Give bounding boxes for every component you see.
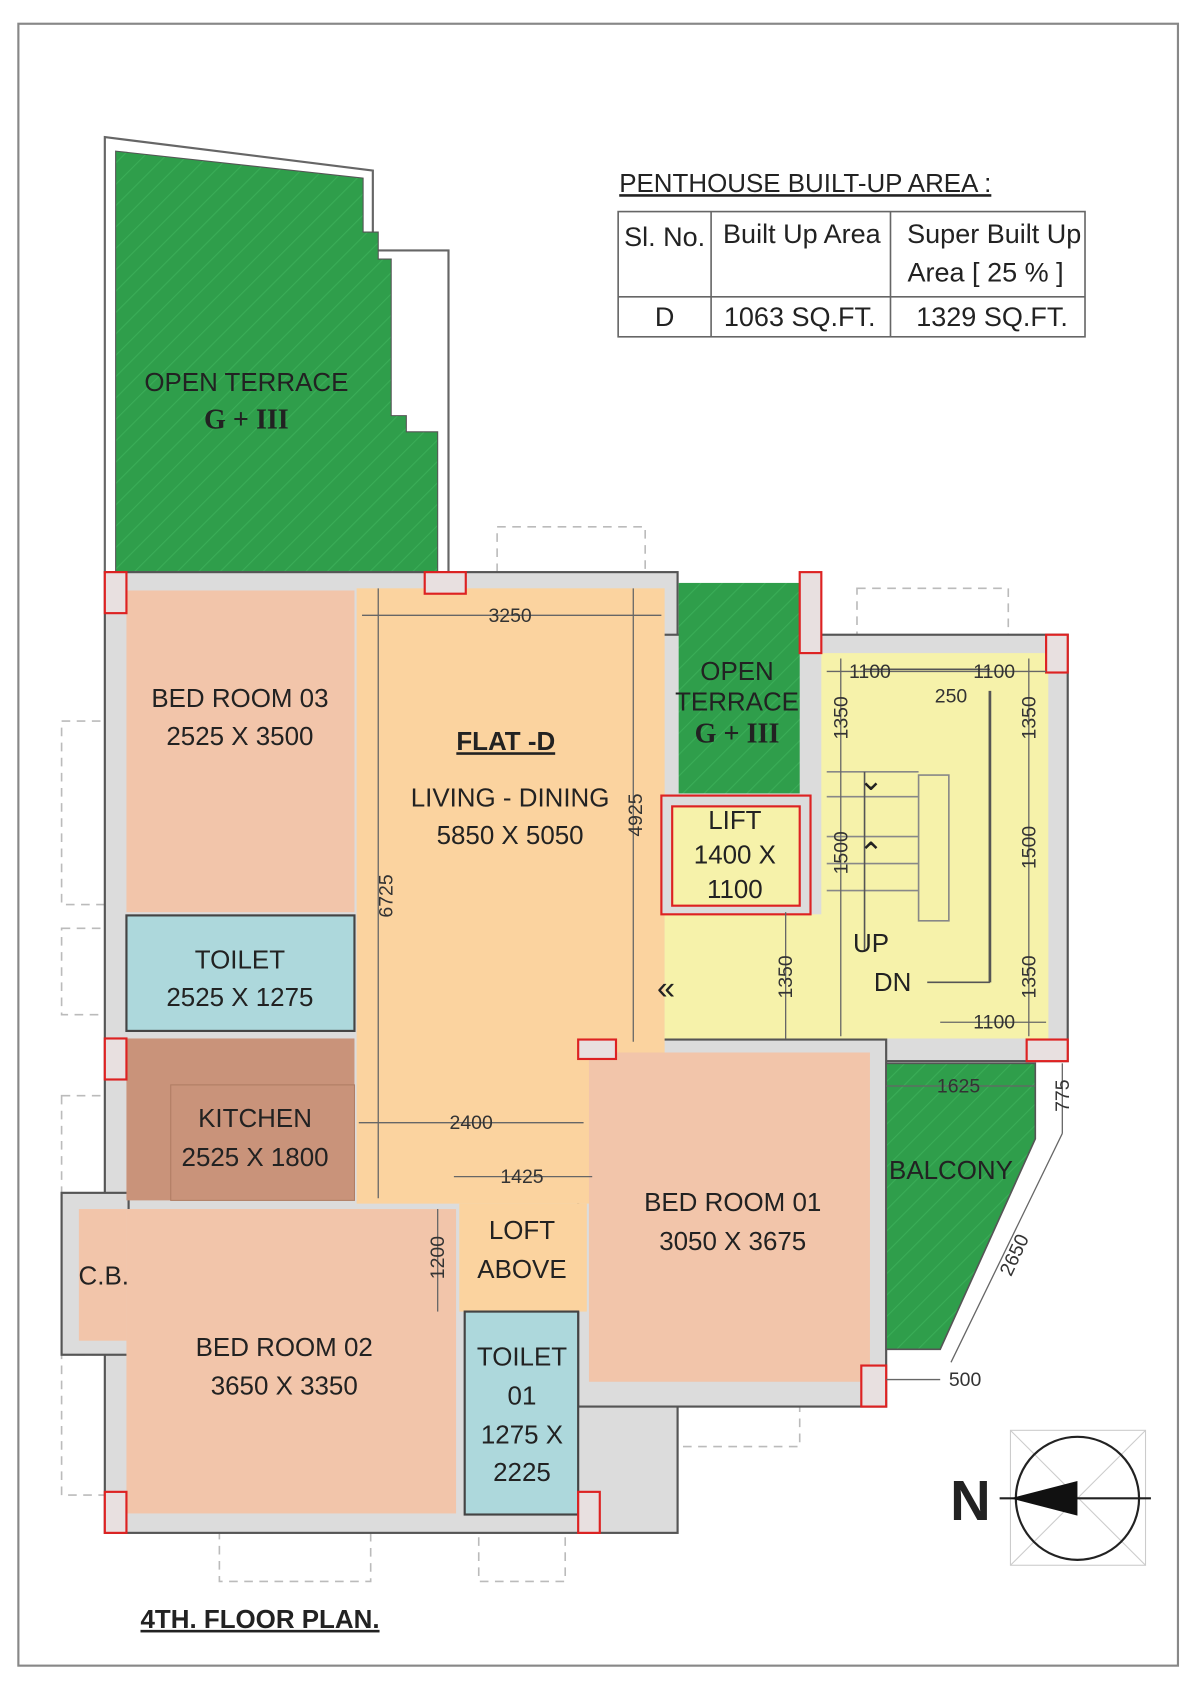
dim-3250: 3250 — [488, 605, 531, 627]
kitchen-room — [126, 1038, 355, 1201]
dim-stair-1100-bottom: 1100 — [973, 1012, 1015, 1034]
entry-arrow-icon: « — [657, 970, 675, 1006]
header-sl-no: Sl. No. — [624, 222, 705, 252]
header-super-built-up: Super Built Up — [907, 219, 1081, 249]
cell-built-up: 1063 SQ.FT. — [724, 302, 876, 332]
bed-room-03-size: 2525 X 3500 — [166, 723, 313, 751]
dim-stair-1500-a: 1500 — [830, 831, 852, 874]
flat-title: FLAT -D — [456, 728, 555, 756]
north-label: N — [950, 1469, 991, 1532]
dim-500: 500 — [949, 1369, 982, 1391]
dim-2650: 2650 — [996, 1231, 1034, 1280]
sheet-border — [17, 22, 1180, 1667]
lift-line1: LIFT — [708, 807, 761, 835]
bed-room-02-name: BED ROOM 02 — [196, 1334, 373, 1362]
stair-arrow-up-icon: ⌃ — [858, 838, 883, 871]
dim-stair-1100-left: 1100 — [849, 661, 891, 683]
toilet-01-line3: 1275 X — [481, 1421, 563, 1449]
dim-6725: 6725 — [375, 874, 397, 917]
bed-room-02-size: 3650 X 3350 — [211, 1373, 358, 1401]
toilet-room — [125, 914, 356, 1032]
living-dining-name: LIVING - DINING — [411, 784, 610, 812]
plan-title: 4TH. FLOOR PLAN. — [140, 1606, 379, 1634]
staircase — [821, 653, 1049, 1039]
area-table-title: PENTHOUSE BUILT-UP AREA : — [619, 170, 991, 198]
living-dining-size: 5850 X 5050 — [437, 822, 584, 850]
loft-line2: ABOVE — [477, 1256, 566, 1284]
toilet-01-room — [463, 1310, 580, 1516]
dimension-lines — [358, 588, 1063, 1381]
structural-columns — [103, 571, 1069, 1534]
dim-1425: 1425 — [500, 1166, 543, 1188]
toilet-size: 2525 X 1275 — [166, 984, 313, 1012]
dim-stair-1350-c: 1350 — [775, 955, 797, 998]
lift-line2: 1400 X — [694, 842, 776, 870]
cb-cupboard — [78, 1209, 127, 1341]
balcony-label: BALCONY — [889, 1157, 1013, 1185]
header-built-up: Built Up Area — [723, 219, 882, 249]
small-terrace-line2: TERRACE — [675, 688, 799, 716]
cb-label: C.B. — [79, 1263, 129, 1291]
bed-room-01 — [588, 1052, 870, 1382]
stair-down-label: DN — [874, 969, 911, 997]
bed-room-02 — [126, 1209, 457, 1514]
toilet-01-line1: TOILET — [477, 1344, 567, 1372]
north-compass-icon: N — [950, 1429, 1151, 1566]
lift-line3: 1100 — [707, 876, 763, 904]
loft-line1: LOFT — [489, 1217, 555, 1245]
balcony-area — [885, 1062, 1037, 1351]
dim-stair-1500-b: 1500 — [1018, 826, 1040, 869]
dim-775: 775 — [1052, 1079, 1074, 1111]
open-terrace-large — [115, 150, 439, 573]
bed-room-03-name: BED ROOM 03 — [151, 685, 328, 713]
dim-2400: 2400 — [450, 1112, 493, 1134]
area-table: PENTHOUSE BUILT-UP AREA : Sl. No. Built … — [617, 170, 1086, 338]
stair-arrow-down-icon: ⌄ — [858, 764, 883, 797]
kitchen-name: KITCHEN — [198, 1105, 312, 1133]
bed-room-01-name: BED ROOM 01 — [644, 1189, 821, 1217]
dim-stair-1100-right: 1100 — [973, 661, 1015, 683]
bed-room-03 — [126, 590, 355, 913]
toilet-01-line4: 2225 — [493, 1459, 551, 1487]
dim-stair-1350-d: 1350 — [1018, 955, 1040, 998]
small-terrace-floors: G + III — [695, 719, 780, 750]
open-terrace-floors: G + III — [204, 405, 289, 436]
lift-car — [671, 805, 801, 907]
dim-1200: 1200 — [427, 1236, 449, 1279]
bed-room-01-size: 3050 X 3675 — [659, 1228, 806, 1256]
dim-stair-1350-b: 1350 — [1018, 696, 1040, 739]
dim-stair-1350-a: 1350 — [830, 696, 852, 739]
toilet-01-line2: 01 — [508, 1382, 537, 1410]
kitchen-counter — [170, 1084, 356, 1201]
toilet-name: TOILET — [195, 946, 285, 974]
open-terrace-label: OPEN TERRACE — [144, 369, 348, 397]
open-terrace-small — [678, 582, 800, 794]
loft-area — [459, 1203, 587, 1312]
dimension-labels: 3250 6725 4925 2400 1425 1200 1100 250 1… — [375, 605, 1074, 1391]
dim-stair-250: 250 — [935, 686, 968, 708]
stair-treads — [826, 668, 992, 984]
header-super-built-up-2: Area [ 25 % ] — [907, 258, 1063, 288]
kitchen-size: 2525 X 1800 — [182, 1144, 329, 1172]
cell-sl-no: D — [655, 302, 675, 332]
dim-1625: 1625 — [937, 1075, 980, 1097]
dim-4925: 4925 — [625, 793, 647, 836]
small-terrace-line1: OPEN — [700, 658, 773, 686]
cell-super-built-up: 1329 SQ.FT. — [916, 302, 1068, 332]
stair-up-label: UP — [853, 930, 889, 958]
